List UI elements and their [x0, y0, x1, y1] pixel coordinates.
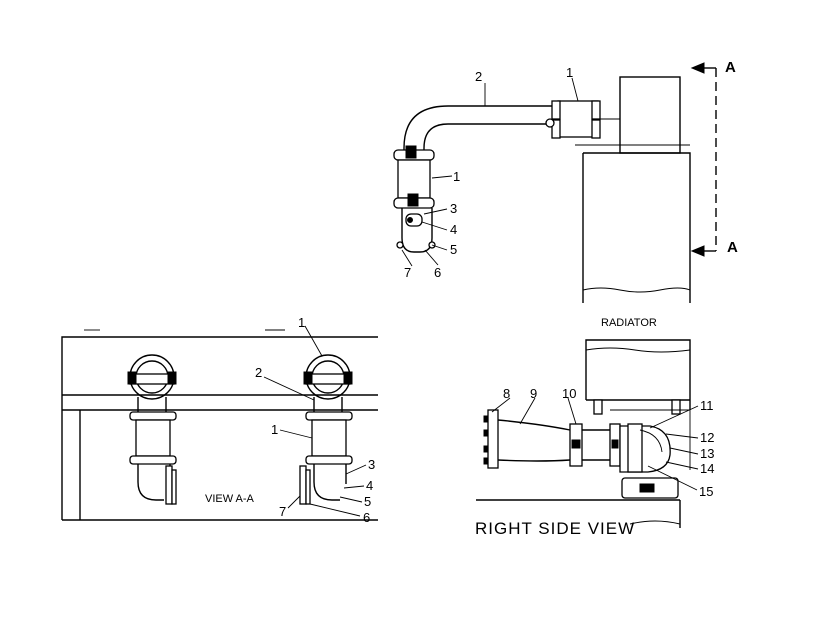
callout-5-aa: 5 [364, 494, 371, 509]
exhaust-pipe [403, 105, 558, 160]
callout-1-vertical: 1 [453, 169, 460, 184]
callout-13: 13 [700, 446, 714, 461]
callout-1-top: 1 [566, 65, 573, 80]
callout-9: 9 [530, 386, 537, 401]
frame-top-edge [61, 336, 378, 520]
callout-1-aa-lower: 1 [271, 422, 278, 437]
callout-2-aa: 2 [255, 365, 262, 380]
section-label-a-top: A [725, 59, 736, 76]
callout-3-top: 3 [450, 201, 457, 216]
callout-8: 8 [503, 386, 510, 401]
section-arrow-top [690, 62, 705, 74]
section-label-a-bottom: A [727, 239, 738, 256]
callout-4-aa: 4 [366, 478, 373, 493]
view-aa: 1 2 1 3 4 5 6 7 VIEW A-A [61, 315, 378, 525]
callout-1-aa-top: 1 [298, 315, 305, 330]
view-aa-label: VIEW A-A [205, 493, 255, 505]
callout-6-aa: 6 [363, 510, 370, 525]
radiator-outline [583, 152, 691, 303]
pipe-9 [497, 419, 571, 431]
flange-8 [487, 409, 499, 469]
section-arrow-bottom [690, 245, 705, 257]
right-side-view-label: RIGHT SIDE VIEW [475, 519, 635, 538]
callout-7-top: 7 [404, 265, 411, 280]
radiator-side [585, 339, 691, 410]
radiator-top-block [619, 76, 681, 154]
right-side-view: 8 9 10 11 12 13 14 15 RADIATOR RIGHT SID… [475, 317, 714, 538]
top-view: 2 1 1 3 4 5 6 7 A A [393, 59, 738, 303]
callout-11: 11 [700, 398, 714, 413]
clamp-vertical [397, 159, 431, 199]
callout-5-top: 5 [450, 242, 457, 257]
radiator-label: RADIATOR [601, 317, 657, 329]
callout-14: 14 [700, 461, 714, 476]
callout-12: 12 [700, 430, 714, 445]
callout-10: 10 [562, 386, 576, 401]
callout-6-top: 6 [434, 265, 441, 280]
callout-3-aa: 3 [368, 457, 375, 472]
clamp-top [557, 100, 599, 138]
right-pipe-assembly [299, 354, 353, 505]
callout-7-aa: 7 [279, 504, 286, 519]
callout-4-top: 4 [450, 222, 457, 237]
callout-15: 15 [699, 484, 713, 499]
left-pipe-assembly [127, 354, 177, 505]
callout-2-top: 2 [475, 69, 482, 84]
